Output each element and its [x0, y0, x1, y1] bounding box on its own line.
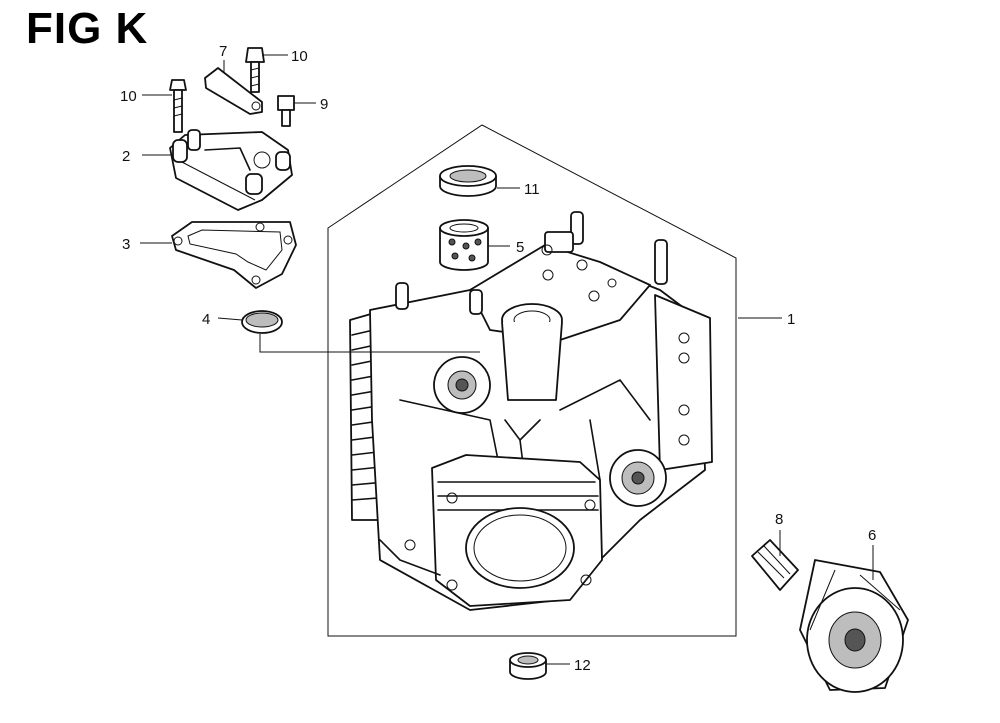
crankcase-block — [349, 211, 713, 611]
callout-12: 12 — [574, 657, 591, 674]
callout-7: 7 — [219, 43, 227, 60]
assembly-boundary — [327, 124, 737, 637]
callout-2: 2 — [122, 148, 130, 165]
callout-4: 4 — [202, 311, 210, 328]
drain-plug — [509, 652, 547, 680]
breather-cover — [169, 129, 293, 211]
bushing — [439, 219, 489, 271]
bolt-10-right — [245, 47, 265, 93]
bolt-9 — [277, 95, 295, 127]
callout-9: 9 — [320, 96, 328, 113]
callout-10-right: 10 — [291, 48, 308, 65]
threaded-nipple — [751, 539, 799, 591]
gasket — [171, 221, 297, 289]
callout-numbers: 1 2 3 4 5 6 7 8 9 10 10 11 12 — [120, 43, 876, 674]
callout-11: 11 — [524, 181, 540, 198]
bracket — [204, 67, 263, 115]
leader-lines — [140, 54, 874, 665]
callout-3: 3 — [122, 236, 130, 253]
oil-seal — [439, 165, 497, 197]
callout-5: 5 — [516, 239, 524, 256]
callout-10-left: 10 — [120, 88, 137, 105]
bolt-10-left — [169, 79, 187, 133]
callout-8: 8 — [775, 511, 783, 528]
plug-cap — [241, 310, 283, 334]
oil-filter — [799, 559, 909, 693]
callout-6: 6 — [868, 527, 876, 544]
figure-title: FIG K — [26, 4, 149, 53]
leader-4-to-crankcase — [259, 334, 480, 353]
callout-1: 1 — [787, 311, 795, 328]
